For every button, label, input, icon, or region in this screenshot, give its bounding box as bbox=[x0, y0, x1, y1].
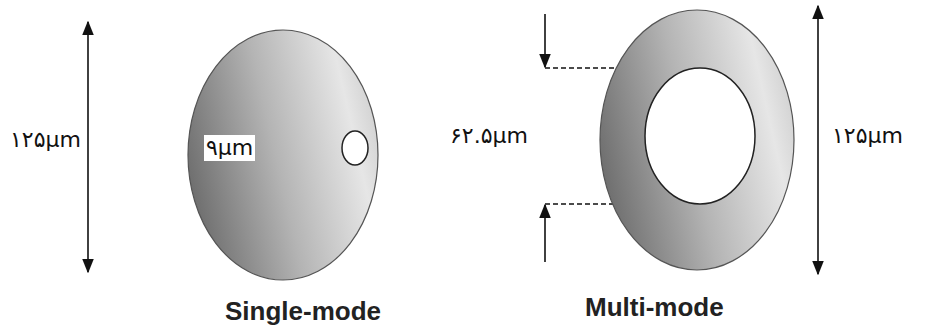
dimension-label: ۱۲۵μm bbox=[830, 123, 905, 149]
core bbox=[645, 68, 755, 204]
fiber-type-caption: Multi-mode bbox=[585, 292, 724, 323]
dimension-label: ۱۲۵μm bbox=[8, 127, 83, 153]
dimension-arrow bbox=[87, 22, 89, 272]
cladding bbox=[188, 30, 378, 280]
dimension-arrow bbox=[544, 14, 546, 67]
fiber-type-caption: Single-mode bbox=[225, 296, 381, 327]
cladding bbox=[600, 10, 794, 270]
dimension-label: ۶۲.۵μm bbox=[448, 123, 530, 149]
fiber-cross-section: Multi-mode bbox=[595, 5, 805, 332]
fiber-disc bbox=[595, 5, 805, 332]
fiber-cross-section: Single-mode bbox=[180, 20, 390, 332]
dimension-arrow bbox=[817, 6, 819, 274]
fiber-disc bbox=[180, 20, 390, 332]
core bbox=[342, 131, 368, 165]
dimension-arrow bbox=[544, 205, 546, 262]
dimension-label: ۹μm bbox=[204, 135, 255, 161]
